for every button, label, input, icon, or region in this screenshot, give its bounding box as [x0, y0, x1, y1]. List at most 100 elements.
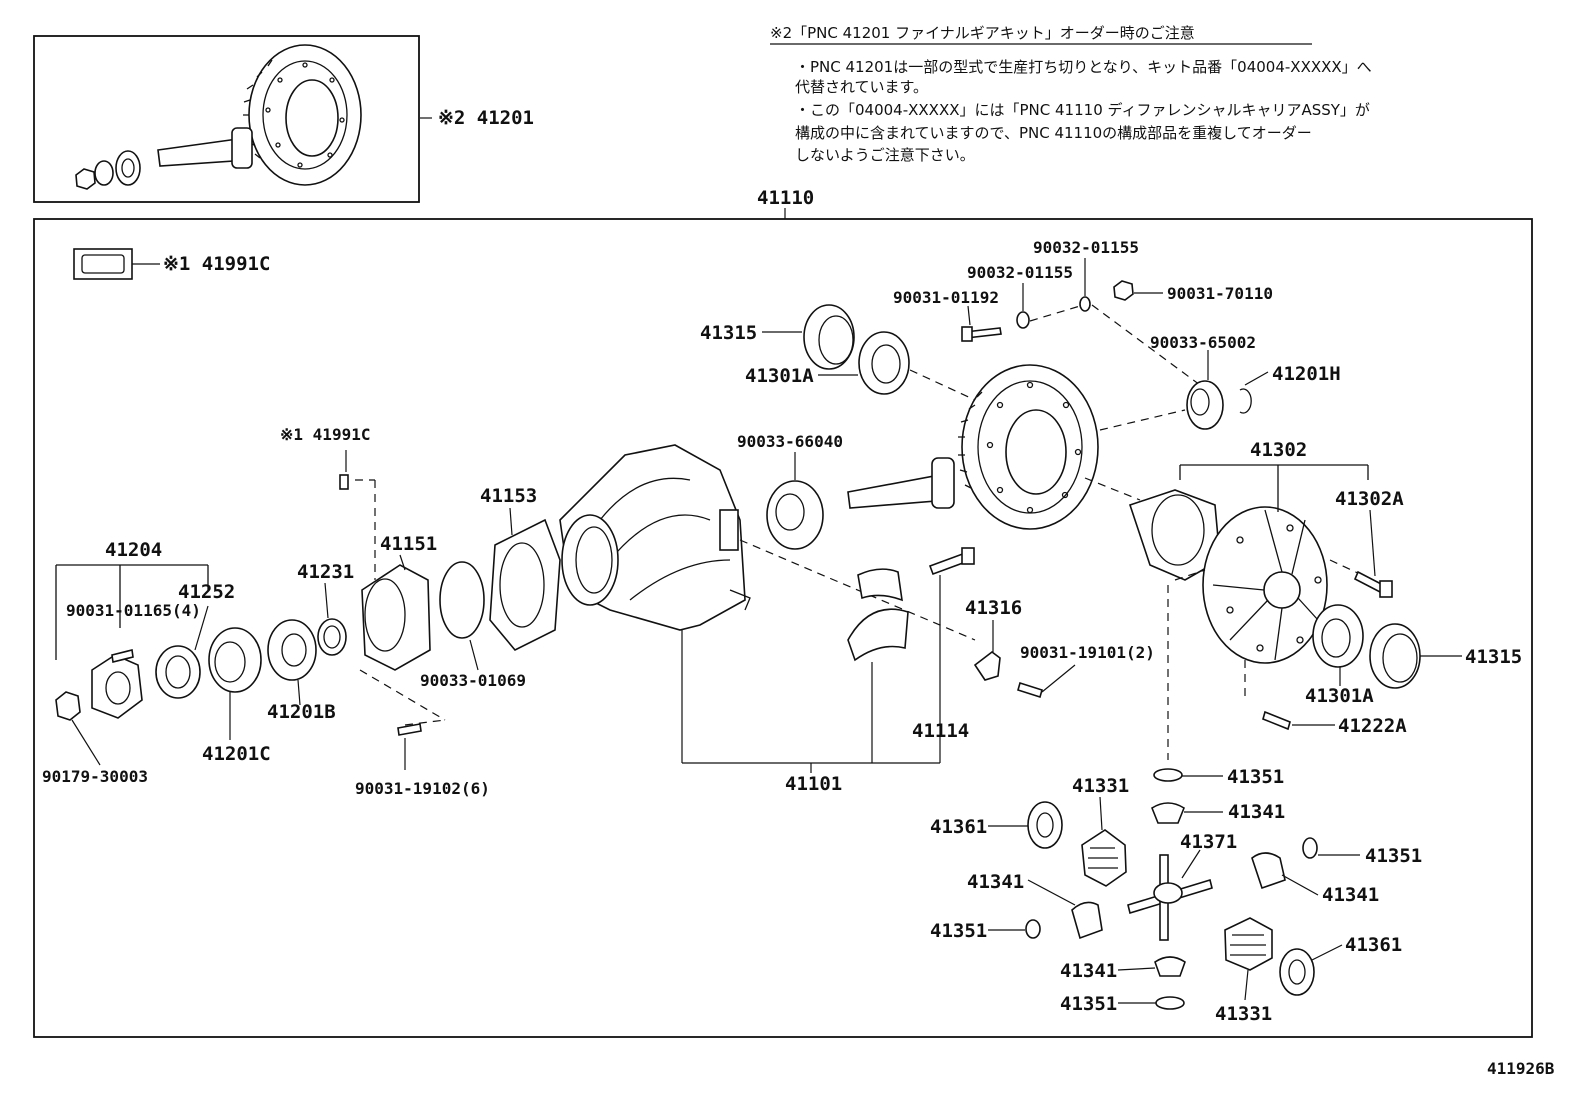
side-gear-41331-a: 41331 — [1072, 775, 1129, 887]
lock-41316: 41316 — [965, 597, 1022, 681]
gasket-41153: 41153 — [480, 485, 561, 651]
bearing-41201c: 41201C — [202, 627, 271, 765]
callout-41351-d: 41351 — [1365, 845, 1422, 867]
bearing-41315-top: 41315 — [700, 304, 855, 370]
washer-41351-b: 41351 — [930, 919, 1041, 942]
callout-41222a: 41222A — [1338, 715, 1407, 737]
callout-90033-66040: 90033-66040 — [737, 432, 843, 451]
order-note: ※2「PNC 41201 ファイナルギアキット」オーダー時のご注意 ・PNC 4… — [770, 24, 1372, 164]
bearing-41301a-right: 41301A — [1305, 604, 1374, 707]
callout-41316: 41316 — [965, 597, 1022, 619]
callout-41301a-right: 41301A — [1305, 685, 1374, 707]
washer-41351-c: 41351 — [1060, 993, 1185, 1015]
note-line-1: ・PNC 41201は一部の型式で生産打ち切りとなり、キット品番「04004-X… — [795, 58, 1372, 76]
callout-90033-01069: 90033-01069 — [420, 671, 526, 690]
washer-41351-a: 41351 — [1153, 766, 1284, 788]
bearing-41201b: 41201B — [267, 619, 336, 723]
callout-41301a-top: 41301A — [745, 365, 814, 387]
retainer-41151: 41151 — [361, 533, 437, 671]
callout-41341-b: 41341 — [967, 871, 1024, 893]
diagram-id: 411926B — [1487, 1059, 1555, 1078]
nut-90179-30003: 90179-30003 — [42, 691, 148, 786]
bolt-90031-01192: 90031-01192 — [893, 288, 1002, 342]
diff-case-41302: 41302 — [1128, 439, 1369, 664]
callout-90031-01165: 90031-01165(4) — [66, 601, 201, 620]
callout-90031-01192: 90031-01192 — [893, 288, 999, 307]
inset-final-gear-kit: ※2 41201 — [33, 35, 534, 203]
callout-41204: 41204 — [105, 539, 162, 561]
bearing-90033-66040: 90033-66040 — [737, 432, 843, 550]
callout-41201b: 41201B — [267, 701, 336, 723]
bearing-cap — [847, 568, 909, 763]
callout-41252: 41252 — [178, 581, 235, 603]
note-line-2: 代替されています。 — [795, 78, 928, 96]
callout-41114: 41114 — [912, 720, 969, 742]
callout-41351-c: 41351 — [1060, 993, 1117, 1015]
assembly-label: 41110 — [757, 187, 814, 209]
callout-90032-01155-b: 90032-01155 — [967, 263, 1073, 282]
callout-41341-a: 41341 — [1228, 801, 1285, 823]
shaft-41371: 41371 — [1127, 831, 1237, 941]
pinion-41341-a: 41341 — [1151, 801, 1285, 824]
bearing-41315-right: 41315 — [1369, 623, 1522, 689]
assembly-frame — [33, 218, 1533, 1038]
callout-41101: 41101 — [785, 773, 842, 795]
callout-90031-19102: 90031-19102(6) — [355, 779, 490, 798]
callout-90032-01155-a: 90032-01155 — [1033, 238, 1139, 257]
callout-90179-30003: 90179-30003 — [42, 767, 148, 786]
callout-41302: 41302 — [1250, 439, 1307, 461]
callout-41151: 41151 — [380, 533, 437, 555]
note-line-3: ・この「04004-XXXXX」には「PNC 41110 ディファレンシャルキャ… — [795, 101, 1370, 119]
note-line-4: 構成の中に含まれていますので、PNC 41110の構成部品を重複してオーダー — [795, 124, 1312, 142]
callout-41371: 41371 — [1180, 831, 1237, 853]
thrust-washer-41361-a: 41361 — [930, 801, 1063, 849]
note-title: ※2「PNC 41201 ファイナルギアキット」オーダー時のご注意 — [770, 24, 1195, 42]
callout-41201h: 41201H — [1272, 363, 1341, 385]
callout-41153: 41153 — [480, 485, 537, 507]
note-line-5: しないようご注意下さい。 — [795, 146, 975, 164]
callout-41201c: 41201C — [202, 743, 271, 765]
washer-90032-01155-b: 90032-01155 — [967, 263, 1073, 329]
callout-41341-c: 41341 — [1060, 960, 1117, 982]
nut-90031-70110: 90031-70110 — [1113, 280, 1273, 303]
callout-41331-b: 41331 — [1215, 1003, 1272, 1025]
callout-41231: 41231 — [297, 561, 354, 583]
pinion-41341-b: 41341 — [967, 871, 1103, 940]
bolt-41302a: 41302A — [1335, 488, 1404, 598]
callout-41991c-top: ※1 41991C — [163, 253, 270, 275]
thrust-washer-41361-b: 41361 — [1279, 934, 1402, 996]
callout-41315-right: 41315 — [1465, 646, 1522, 668]
callout-41302a: 41302A — [1335, 488, 1404, 510]
inset-label: ※2 41201 — [438, 107, 534, 129]
pin-41222a: 41222A — [1262, 710, 1407, 737]
ring-41201h: 41201H — [1239, 363, 1341, 414]
side-gear-41331-b: 41331 — [1215, 917, 1273, 1025]
bolt-90031-19101: 90031-19101(2) — [1017, 643, 1155, 699]
washer-90032-01155-a: 90032-01155 — [1033, 238, 1139, 312]
washer-41351-d: 41351 — [1302, 837, 1422, 867]
plate-41991c-mid: ※1 41991C — [280, 425, 370, 490]
pinion-41341-c: 41341 — [1060, 956, 1186, 982]
bolt-41114: 41114 — [912, 547, 975, 763]
callout-41351-a: 41351 — [1227, 766, 1284, 788]
callout-41341-d: 41341 — [1322, 884, 1379, 906]
seal-41231: 41231 — [297, 561, 354, 656]
callout-41361-b: 41361 — [1345, 934, 1402, 956]
plate-41991c-top: ※1 41991C — [73, 248, 270, 280]
carrier-housing — [559, 444, 940, 764]
bearing-41301a-top: 41301A — [745, 331, 910, 395]
callout-41991c-mid: ※1 41991C — [280, 425, 370, 444]
callout-41351-b: 41351 — [930, 920, 987, 942]
bearing-90033-65002: 90033-65002 — [1150, 333, 1256, 430]
callout-90033-65002: 90033-65002 — [1150, 333, 1256, 352]
callout-41361-a: 41361 — [930, 816, 987, 838]
callout-90031-19101: 90031-19101(2) — [1020, 643, 1155, 662]
oring-90033-01069: 90033-01069 — [420, 561, 526, 690]
callout-90031-70110: 90031-70110 — [1167, 284, 1273, 303]
callout-41315-top: 41315 — [700, 322, 757, 344]
ring-gear — [847, 364, 1099, 530]
bolt-90031-19102: 90031-19102(6) — [355, 723, 490, 798]
spacer-41252: 41252 — [155, 581, 235, 699]
callout-41331-a: 41331 — [1072, 775, 1129, 797]
